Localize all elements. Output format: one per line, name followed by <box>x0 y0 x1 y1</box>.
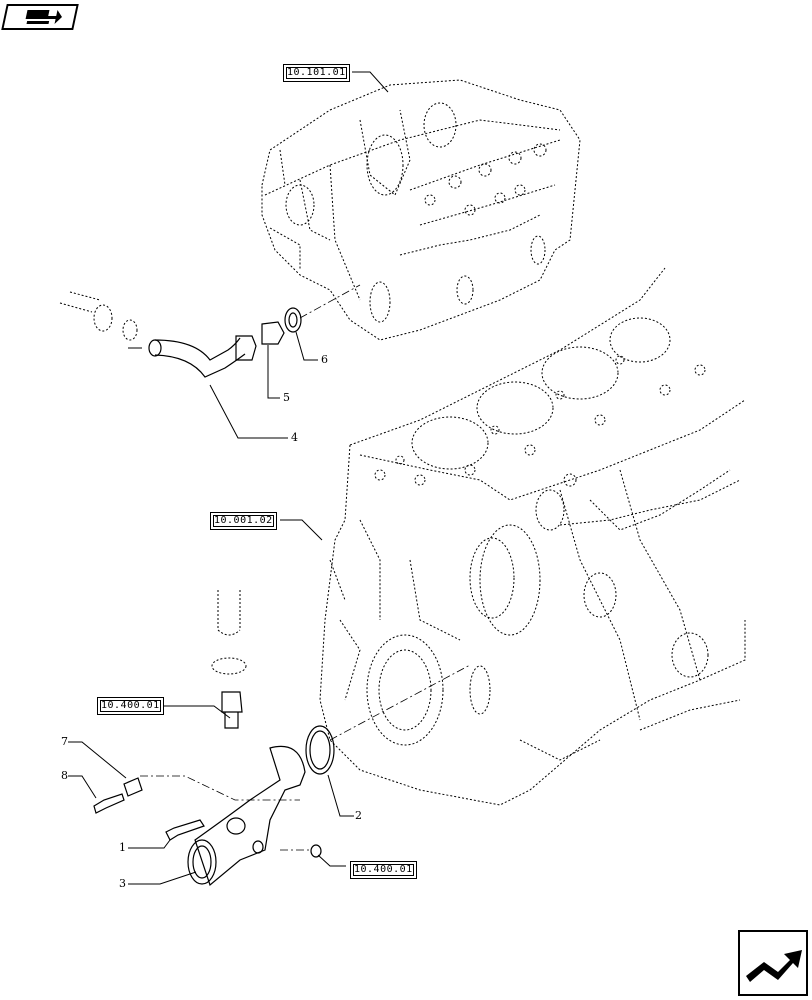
tube-part-4-lower <box>154 353 246 378</box>
ref-box-left-fitting[interactable]: 10.400.01 <box>97 697 164 715</box>
lower-clamp <box>211 657 247 675</box>
ref-box-main-block[interactable]: 10.001.02 <box>210 512 277 530</box>
ref-box-top-block[interactable]: 10.101.01 <box>283 64 350 82</box>
tube-part-4 <box>154 337 241 361</box>
adapter-part-5 <box>261 321 285 345</box>
upper-pipe-stub <box>59 291 101 313</box>
ring-part-6 <box>284 307 302 333</box>
lower-pipe-stub <box>217 590 241 636</box>
callout-8: 8 <box>61 769 68 782</box>
bolt-part-8 <box>93 793 125 814</box>
callout-4: 4 <box>291 431 298 444</box>
upper-ring <box>122 319 138 341</box>
callout-6: 6 <box>321 353 328 366</box>
lower-engine-block <box>319 267 746 806</box>
leader-lines <box>68 71 389 885</box>
spacer-part-7 <box>123 777 143 797</box>
alignment-lines <box>140 284 471 851</box>
upper-pipe-end <box>93 304 113 332</box>
ref-box-right-fitting[interactable]: 10.400.01 <box>350 861 417 879</box>
gasket-part-2 <box>305 725 335 775</box>
callout-5: 5 <box>283 391 290 404</box>
navigation-arrow-icon[interactable] <box>738 930 808 996</box>
upper-engine-block <box>261 79 581 341</box>
housing-part-3 <box>194 745 306 887</box>
callout-3: 3 <box>119 877 126 890</box>
solid-parts <box>93 307 335 887</box>
callout-2: 2 <box>355 809 362 822</box>
callout-1: 1 <box>119 841 126 854</box>
book-arrow-icon[interactable] <box>1 4 79 30</box>
callout-7: 7 <box>61 735 68 748</box>
